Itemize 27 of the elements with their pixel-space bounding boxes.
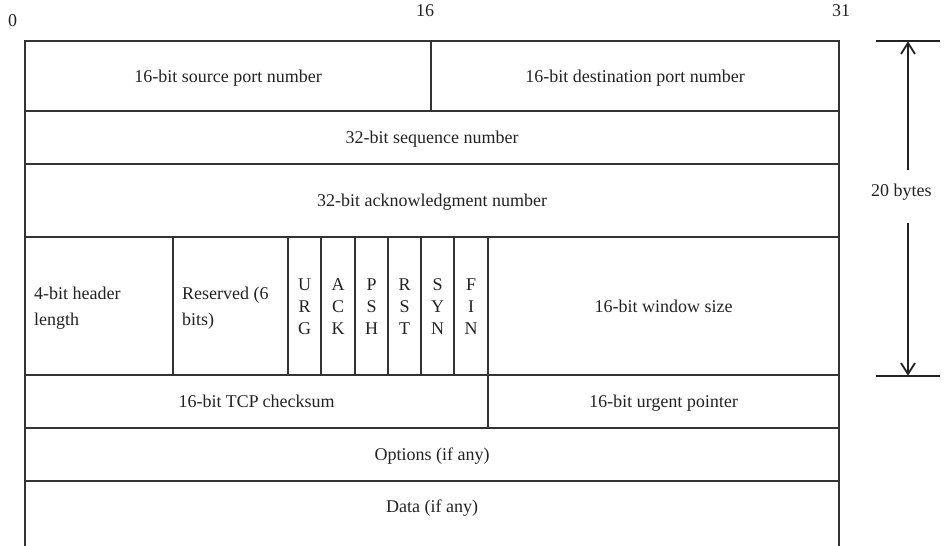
field-name: Data (if any) — [386, 496, 478, 517]
field-cell — [24, 163, 840, 238]
flag-letters: U R G — [298, 273, 312, 339]
flag-letters: F I N — [464, 273, 478, 339]
bit-number: 16 — [416, 0, 434, 20]
field-cell — [430, 40, 840, 112]
flag-letters: S Y N — [430, 273, 444, 339]
field-name: 32-bit acknowledgment number — [317, 190, 547, 211]
field-name: 16-bit window size — [594, 296, 732, 316]
bit-number: 0 — [8, 10, 17, 30]
field-name: 16-bit source port number — [134, 66, 322, 86]
flag-letters: R S T — [398, 273, 412, 339]
flag-letters: P S H — [364, 273, 378, 339]
field-cell — [24, 427, 840, 482]
field-name: 32-bit sequence number — [346, 127, 518, 148]
field-cell — [24, 40, 432, 112]
field-cell — [24, 480, 840, 546]
field-name: 4-bit header length — [34, 282, 122, 331]
dimension-text: 20 bytes — [871, 180, 932, 200]
bit-number: 31 — [832, 0, 850, 20]
field-name: 16-bit TCP checksum — [178, 391, 334, 412]
field-name: Reserved (6 bits) — [182, 282, 270, 331]
field-name: 16-bit urgent pointer — [589, 391, 738, 412]
field-name: 16-bit destination port number — [525, 66, 745, 86]
field-name: Options (if any) — [374, 444, 490, 465]
flag-letters: A C K — [331, 273, 345, 339]
field-cell — [24, 110, 840, 165]
